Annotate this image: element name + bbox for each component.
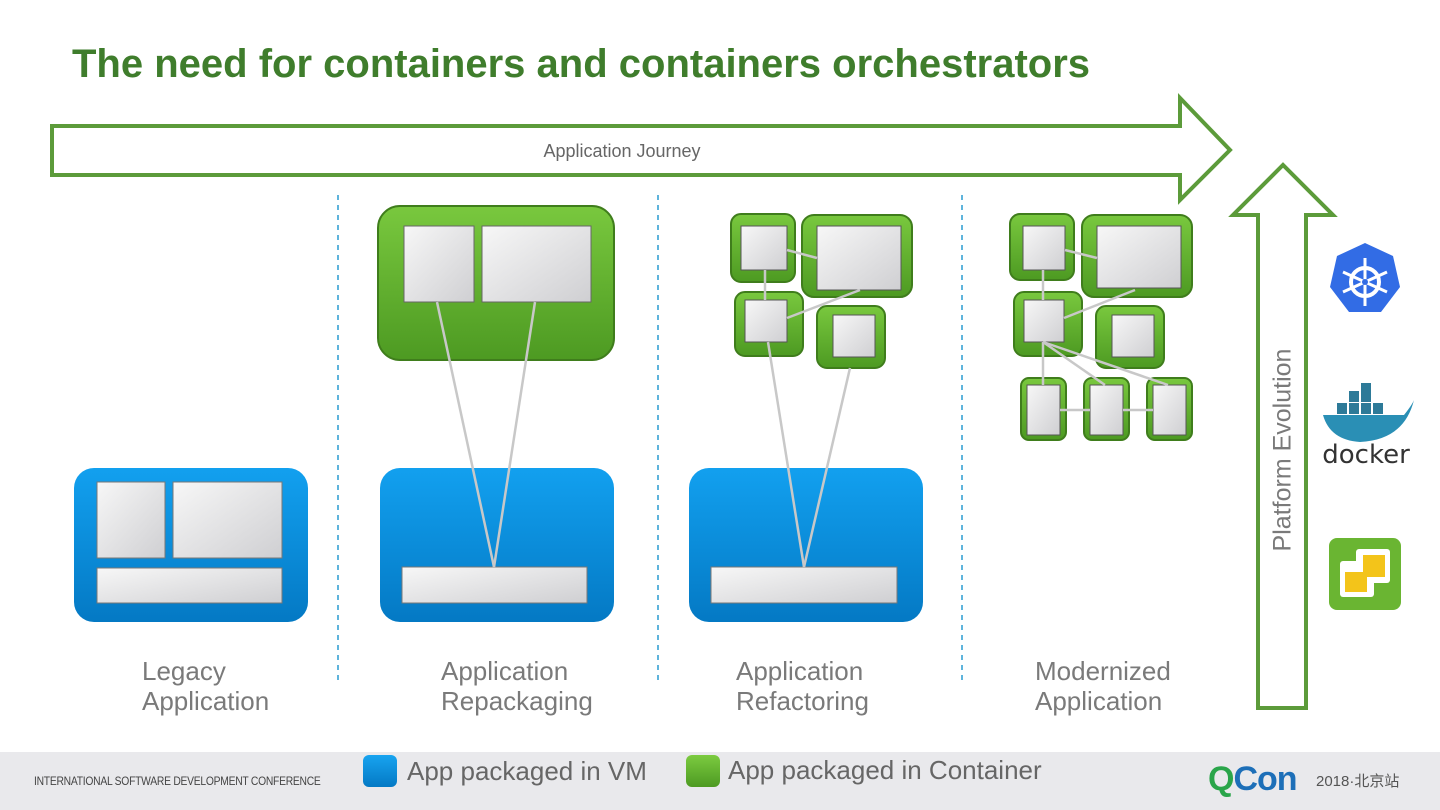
platform-label: Platform Evolution (1268, 348, 1297, 552)
stage-line: Application (441, 656, 569, 686)
logo-con: Con (1233, 760, 1297, 798)
stage-line: Application (736, 656, 864, 686)
stage-label-modernized: Modernized Application (1035, 656, 1255, 716)
edition-label: 2018·北京站 (1316, 773, 1400, 790)
conference-name: INTERNATIONAL SOFTWARE DEVELOPMENT CONFE… (34, 774, 321, 788)
refactoring-apps (740, 225, 902, 358)
stage-line: Modernized (1035, 656, 1171, 686)
docker-icon: docker (1322, 383, 1414, 470)
stage-label-repackaging: Application Repackaging (441, 656, 661, 716)
stage-line: Refactoring (736, 686, 869, 716)
stage-label-legacy: Legacy Application (142, 656, 362, 716)
vsphere-icon (1329, 538, 1401, 610)
repackaging-links (435, 301, 537, 568)
modernized-apps (1022, 225, 1187, 436)
repackaging-container (377, 205, 615, 361)
stage-label-refactoring: Application Refactoring (736, 656, 956, 716)
legend-swatch-vm (363, 755, 397, 787)
modernized-links (1041, 248, 1169, 412)
legend-label-container: App packaged in Container (728, 755, 1042, 785)
logo-q: Q (1208, 760, 1234, 798)
stage-line: Legacy (142, 656, 226, 686)
stage-line: Repackaging (441, 686, 593, 716)
legend-swatch-container (686, 755, 720, 787)
journey-label: Application Journey (543, 141, 701, 161)
journey-arrow (50, 93, 1233, 205)
refactoring-vm (689, 468, 923, 622)
legacy-vm (74, 468, 308, 622)
legend-label-vm: App packaged in VM (407, 756, 647, 786)
footer-band (0, 752, 1440, 810)
docker-wordmark: docker (1322, 440, 1410, 470)
stage-line: Application (142, 686, 270, 716)
kubernetes-icon (1330, 243, 1400, 312)
refactoring-links (763, 248, 861, 568)
platform-arrow (1228, 162, 1338, 710)
slide-title: The need for containers and containers o… (72, 42, 1091, 86)
stage-line: Application (1035, 686, 1163, 716)
qcon-logo: QCon (1208, 760, 1298, 799)
